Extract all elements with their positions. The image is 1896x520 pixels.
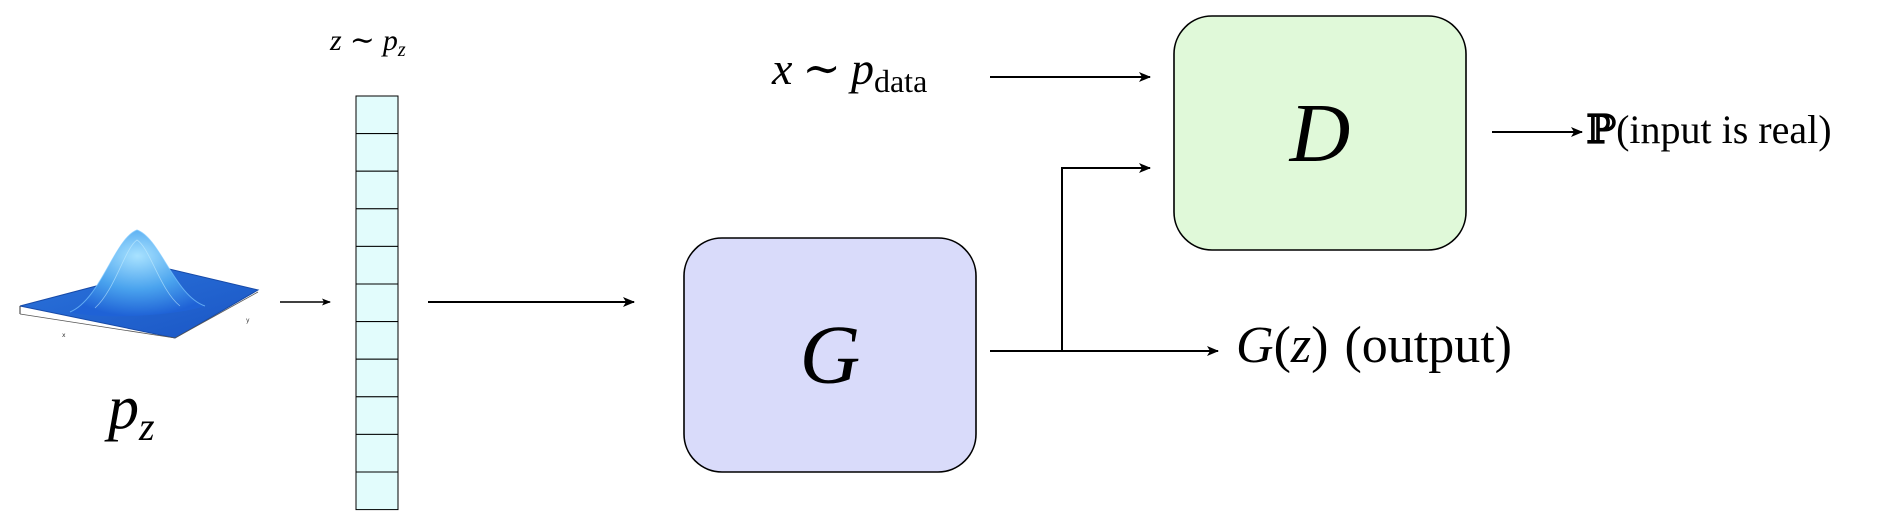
noise-vector-cell: [355, 95, 399, 135]
noise-vector-cell: [355, 396, 399, 435]
generator-to-discriminator-arrow: [990, 163, 1151, 352]
noise-vector-cell: [355, 133, 399, 172]
noise-vector-cell: [355, 321, 399, 360]
noise-vector-cell: [355, 471, 399, 511]
discriminator-label: D: [1289, 87, 1351, 180]
svg-text:x: x: [62, 332, 66, 339]
data-sample-label: x∼pdata: [771, 43, 927, 99]
discriminator-output-label: ℙ(input is real): [1586, 106, 1832, 153]
noise-vector: [355, 95, 399, 511]
generator-output-label: G(z)(output): [1236, 317, 1512, 374]
svg-text:y: y: [246, 317, 250, 324]
noise-vector-cell: [355, 208, 399, 247]
gaussian-surface-icon: x y: [19, 229, 260, 339]
noise-vector-cell: [355, 358, 399, 398]
noise-vector-cell: [355, 245, 399, 285]
noise-sample-label: z∼pz: [329, 24, 406, 61]
noise-vector-cell: [355, 170, 399, 210]
noise-distribution-label: pz: [104, 374, 155, 449]
discriminator-box: [1173, 15, 1467, 251]
generator-label: G: [800, 309, 861, 402]
noise-vector-cell: [355, 283, 399, 323]
generator-box: [683, 237, 977, 473]
noise-vector-cell: [355, 433, 399, 473]
